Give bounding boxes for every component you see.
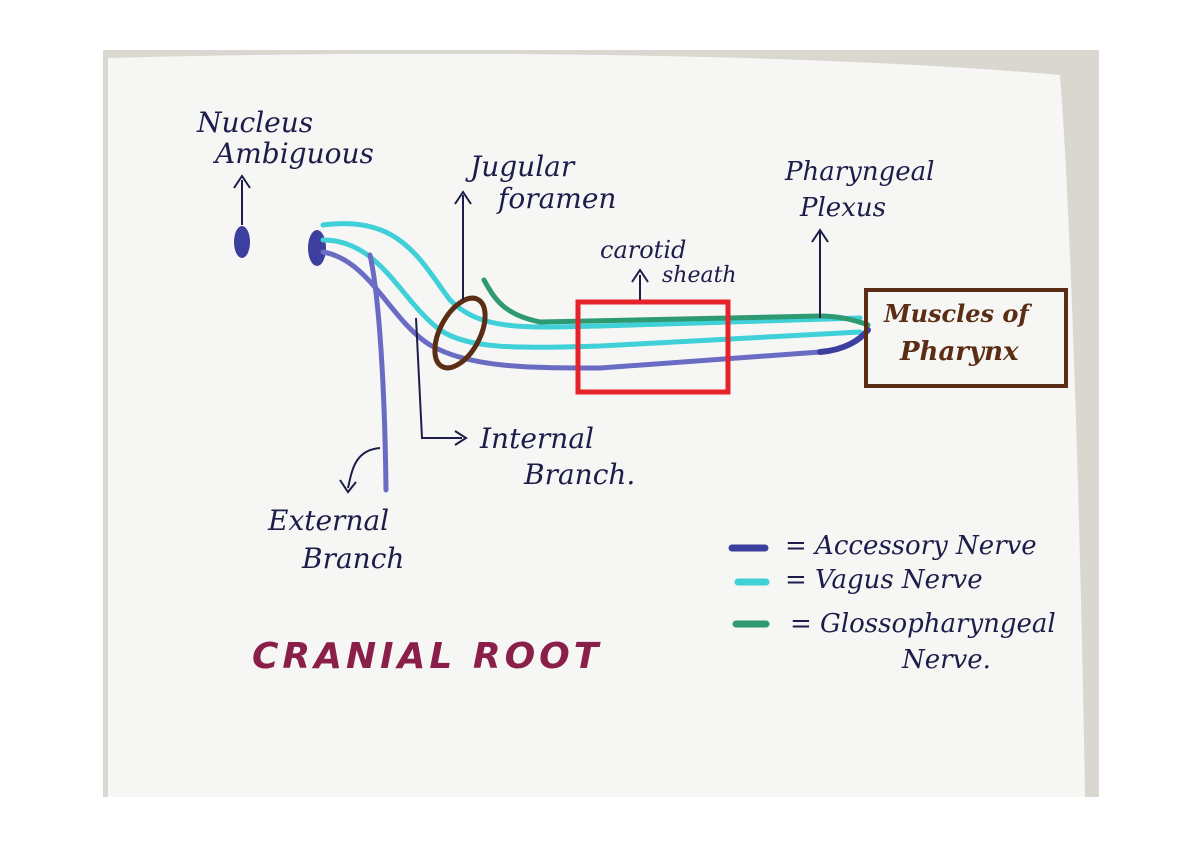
label-nucleus-line1: Nucleus xyxy=(196,106,313,139)
legend-glosso-line1: = Glossopharyngeal xyxy=(790,609,1056,639)
legend-vagus: = Vagus Nerve xyxy=(785,565,983,595)
internal-arrow-head xyxy=(454,430,468,446)
external-branch-nerve xyxy=(367,252,389,493)
label-carotid-line2: sheath xyxy=(662,263,737,288)
muscles-box xyxy=(864,288,1068,388)
carotid-arrow-head xyxy=(631,268,649,283)
label-internal-line2: Branch. xyxy=(523,458,635,491)
jugular-arrow-head xyxy=(454,190,472,205)
nucleus-dot-left xyxy=(234,226,250,258)
diagram-title: CRANIAL ROOT xyxy=(252,636,602,677)
nucleus-arrow-head xyxy=(233,174,251,189)
pharyngeal-arrow-head xyxy=(811,228,829,243)
label-carotid-line1: carotid xyxy=(600,236,686,264)
jugular-foramen-ring xyxy=(432,295,488,371)
legend-accessory: = Accessory Nerve xyxy=(785,531,1037,561)
external-arrow-head xyxy=(339,479,357,494)
label-jugular-line2: foramen xyxy=(496,182,616,215)
carotid-sheath-box xyxy=(575,299,731,395)
label-jugular-line1: Jugular xyxy=(465,150,576,183)
label-external-line2: Branch xyxy=(301,542,404,575)
vagus-nerve-upper xyxy=(320,221,863,330)
label-muscles-line2: Pharynx xyxy=(899,337,1019,367)
glosso-nerve xyxy=(481,277,871,328)
paper-sheet xyxy=(108,53,1085,798)
internal-branch-connector xyxy=(415,317,462,439)
label-internal-line1: Internal xyxy=(479,422,594,455)
external-arrow xyxy=(347,447,381,489)
label-muscles-line1: Muscles of xyxy=(883,299,1032,328)
label-external-line1: External xyxy=(267,504,389,537)
legend-glosso-line2: Nerve. xyxy=(901,645,991,675)
label-pharyngeal-line2: Plexus xyxy=(799,193,886,223)
nucleus-dot-right xyxy=(308,230,326,266)
label-nucleus-line2: Ambiguous xyxy=(212,137,374,170)
label-pharyngeal-line1: Pharyngeal xyxy=(784,157,934,187)
